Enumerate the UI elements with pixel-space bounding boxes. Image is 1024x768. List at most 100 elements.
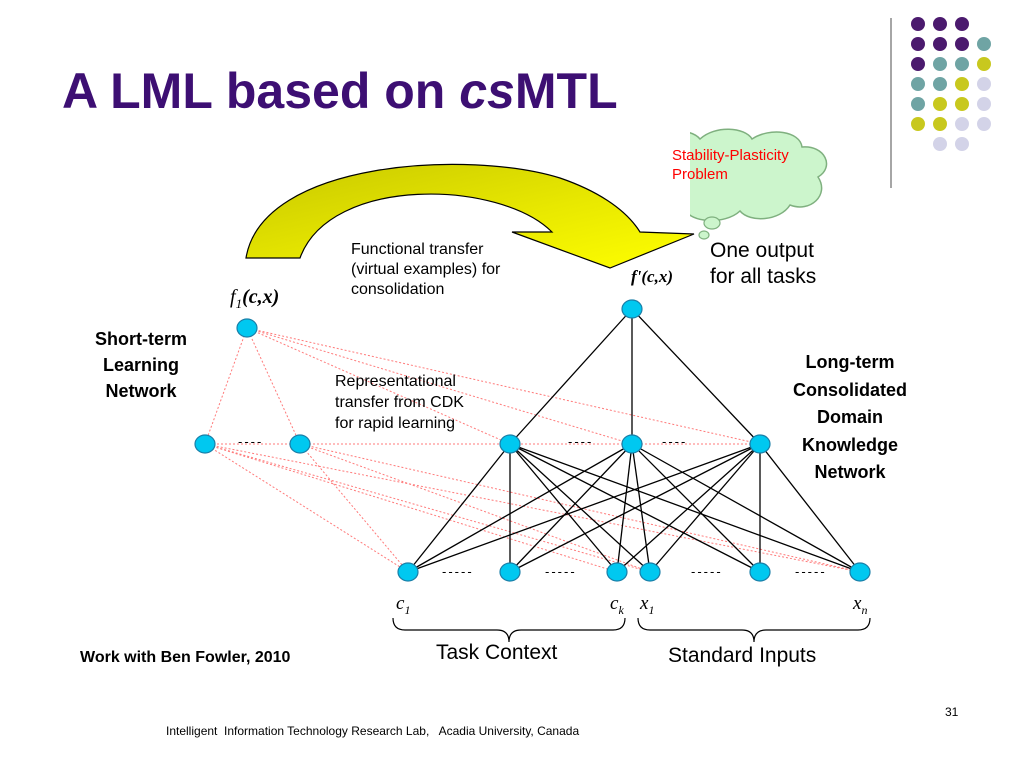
long-term-hidden-node	[749, 434, 771, 454]
decor-dot	[911, 37, 925, 51]
decor-dot	[933, 37, 947, 51]
decor-dot	[955, 97, 969, 111]
title-italic: cs	[459, 63, 515, 119]
f1-output-label: f1(c,x)	[230, 286, 279, 312]
hidden-input-edge	[509, 443, 651, 573]
xn-letter: x	[853, 593, 862, 614]
c1-letter: c	[396, 593, 405, 614]
decor-dot	[933, 77, 947, 91]
representational-line-3: for rapid learning	[335, 415, 456, 432]
ck-sub: k	[618, 602, 624, 617]
title-suffix: MTL	[514, 63, 618, 119]
curved-transfer-arrow-icon	[245, 163, 695, 269]
decor-dot	[955, 37, 969, 51]
decor-dot	[955, 77, 969, 91]
one-output-line-1: One output	[710, 239, 814, 262]
f1-sub: 1	[235, 296, 243, 311]
input-node-c1	[397, 562, 419, 582]
decor-dot	[933, 17, 947, 31]
ck-letter: c	[610, 593, 619, 614]
short-hidden-ellipsis: ----	[238, 434, 264, 449]
fprime-text: f'(c,x)	[631, 267, 674, 286]
short-term-network-label: Short-term Learning Network	[76, 326, 206, 404]
hidden-input-edge	[616, 443, 633, 573]
long-term-output-node	[621, 299, 643, 319]
hidden-input-edge	[509, 443, 633, 573]
inputs-ellipsis-2: -----	[545, 564, 577, 579]
long-term-hidden-node	[621, 434, 643, 454]
dot-grid-decoration-icon	[890, 17, 991, 188]
c1-label: c1	[396, 593, 410, 618]
xn-sub: n	[861, 602, 868, 617]
input-node-xn	[849, 562, 871, 582]
decor-dot	[977, 77, 991, 91]
hidden-input-edge	[509, 443, 618, 573]
decor-dot	[977, 97, 991, 111]
long-term-hidden-node	[499, 434, 521, 454]
standard-input-node	[749, 562, 771, 582]
short-term-line-1: Short-term	[94, 329, 187, 349]
decor-dot	[933, 97, 947, 111]
hidden-input-edge	[509, 443, 761, 573]
hidden-input-edge	[759, 443, 861, 573]
hidden-input-edge	[649, 443, 761, 573]
input-node-x1	[639, 562, 661, 582]
short-term-line-3: Network	[105, 381, 177, 401]
decor-dot	[911, 17, 925, 31]
hidden-input-edge	[407, 443, 633, 573]
short-term-line-2: Learning	[102, 355, 179, 375]
hidden-input-edge	[407, 443, 761, 573]
decor-dot	[933, 57, 947, 71]
cloud-line-1: Stability-Plasticity	[672, 147, 789, 164]
output-hidden-edge	[631, 308, 761, 445]
hidden-input-edge	[407, 443, 511, 573]
f1-f: f	[230, 286, 236, 308]
network-nodes	[194, 299, 871, 582]
thought-cloud-shape-icon	[690, 128, 828, 240]
x1-sub: 1	[648, 602, 655, 617]
inputs-ellipsis-3: -----	[691, 564, 723, 579]
hidden-input-edge	[631, 443, 761, 573]
cloud-line-2: Problem	[672, 166, 728, 183]
standard-inputs-label: Standard Inputs	[668, 644, 817, 667]
representational-transfer-text: Representational transfer from CDK for r…	[335, 371, 464, 434]
decor-dot	[977, 37, 991, 51]
fprime-output-label: f'(c,x)	[631, 267, 673, 287]
hidden-input-edge	[509, 443, 861, 573]
c1-sub: 1	[404, 602, 411, 617]
cloud-text: Stability-Plasticity Problem	[672, 146, 789, 184]
f1-args: (c,x)	[242, 286, 280, 308]
standard-inputs-brace	[637, 617, 871, 643]
hidden-input-edge	[616, 443, 761, 573]
long-hidden-ellipsis-1: ----	[568, 434, 594, 449]
output-hidden-edge	[509, 308, 633, 445]
short-term-output-node	[236, 318, 258, 338]
decor-dot	[955, 117, 969, 131]
long-term-line-1: Long-term	[805, 352, 895, 372]
one-output-text: One output for all tasks	[710, 238, 816, 290]
long-hidden-ellipsis-2: ----	[662, 434, 688, 449]
credit-text: Work with Ben Fowler, 2010	[80, 649, 291, 666]
long-term-line-5: Network	[814, 462, 886, 482]
inputs-ellipsis-4: -----	[795, 564, 827, 579]
decor-dot	[977, 57, 991, 71]
footer-text: Intelligent Information Technology Resea…	[166, 724, 580, 738]
title-prefix: A LML based on	[62, 63, 460, 119]
functional-transfer-text: Functional transfer (virtual examples) f…	[351, 240, 500, 300]
representational-line-1: Representational	[335, 373, 456, 390]
long-term-line-3: Domain	[816, 407, 883, 427]
hidden-input-edge	[631, 443, 861, 573]
long-term-network-edges	[407, 308, 861, 573]
decor-dot	[911, 57, 925, 71]
long-term-network-label: Long-term Consolidated Domain Knowledge …	[770, 349, 930, 487]
task-context-brace	[392, 617, 626, 643]
x1-letter: x	[640, 593, 649, 614]
task-context-input-node	[499, 562, 521, 582]
slide-title: A LML based on csMTL	[62, 62, 618, 120]
representational-line-2: transfer from CDK	[335, 394, 464, 411]
task-context-label: Task Context	[436, 641, 558, 664]
short-to-long-dotted-links	[204, 327, 861, 573]
short-term-hidden-node	[289, 434, 311, 454]
